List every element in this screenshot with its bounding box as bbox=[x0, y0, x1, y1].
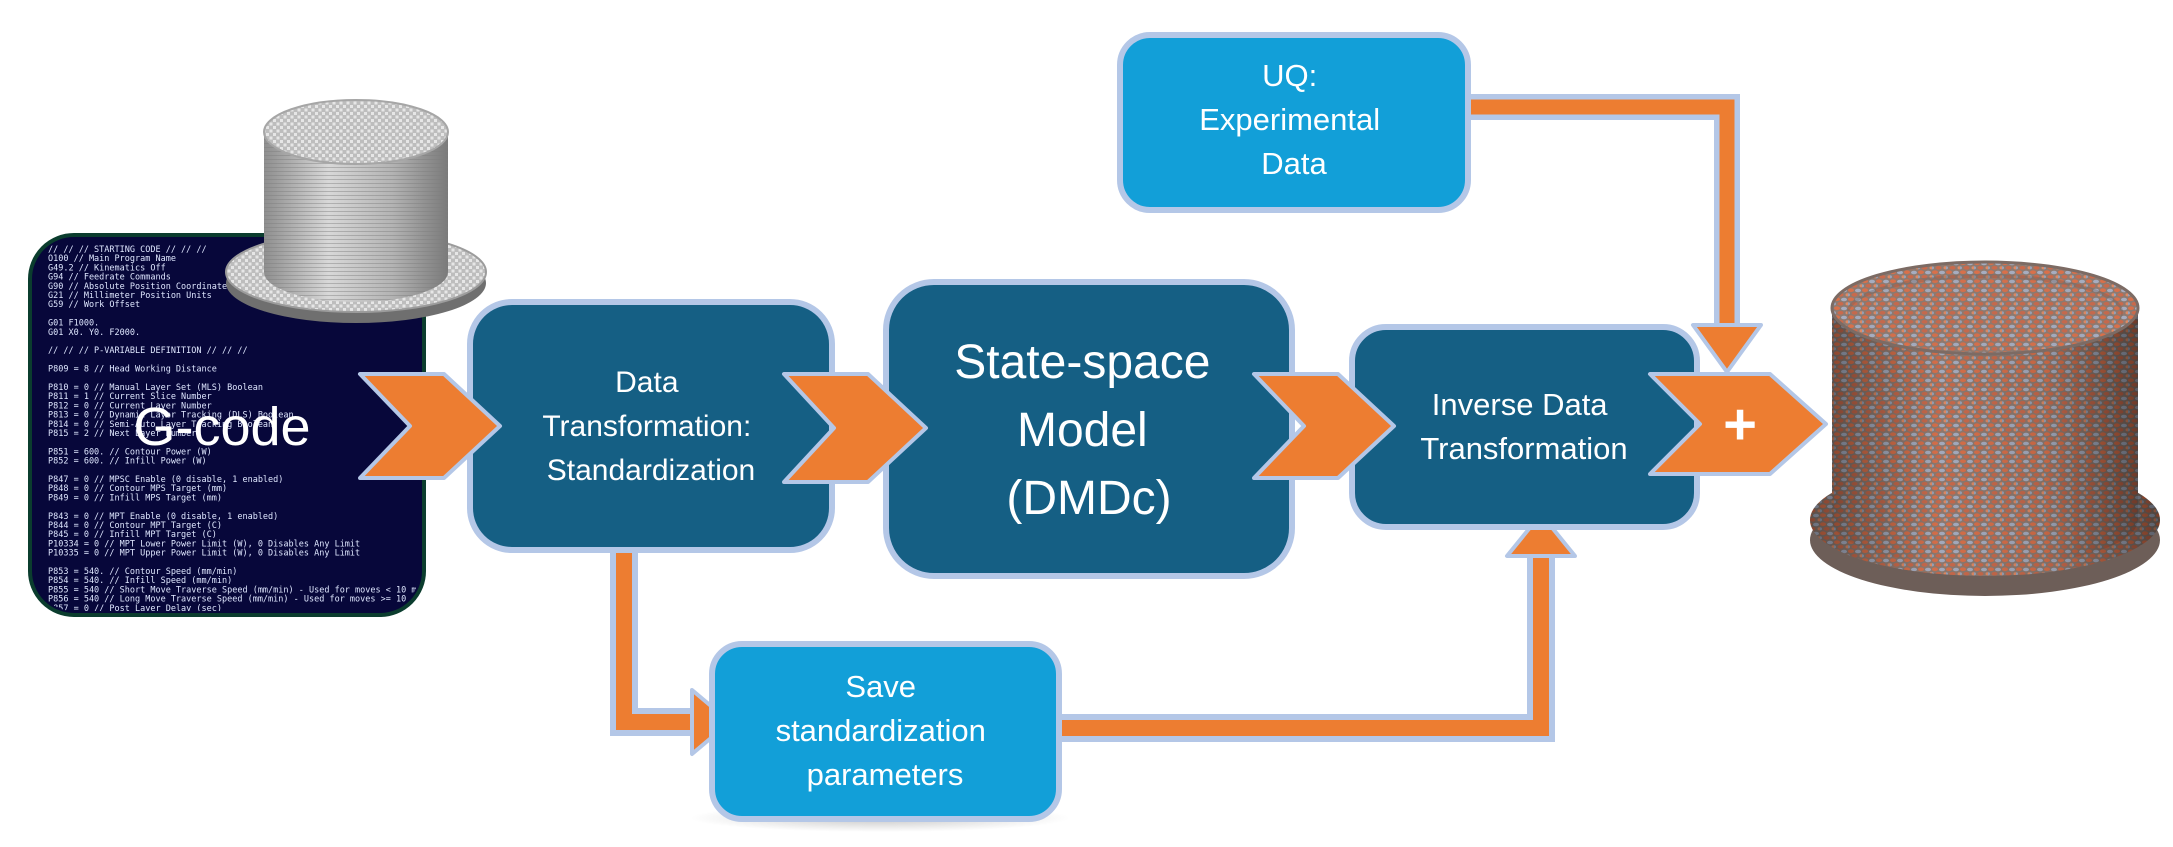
gcode-label: G-code bbox=[133, 397, 310, 457]
gcode-code-line: G01 X0. Y0. F2000. bbox=[48, 328, 140, 338]
model-label-line-2: Model bbox=[1017, 404, 1148, 457]
gcode-code-line: P10335 = 0 // MPT Upper Power Limit (W),… bbox=[48, 549, 360, 559]
gcode-code-line: P811 = 1 // Current Slice Number bbox=[48, 392, 212, 402]
model-label-line-1: State-space bbox=[954, 336, 1210, 389]
transform-label-line-3: Standardization bbox=[547, 454, 755, 487]
gcode-code-line: G49.2 // Kinematics Off bbox=[48, 263, 166, 273]
gcode-code-line: P10334 = 0 // MPT Lower Power Limit (W),… bbox=[48, 539, 360, 549]
gcode-code-line: P857 = 0 // Post Layer Delay (sec) bbox=[48, 604, 222, 614]
gcode-code-line: P844 = 0 // Contour MPT Target (C) bbox=[48, 521, 222, 531]
gcode-code-line: G94 // Feedrate Commands bbox=[48, 273, 171, 283]
transform-label: Data Transformation: Standardization bbox=[542, 366, 759, 487]
gcode-code-line: G59 // Work Offset bbox=[48, 300, 140, 310]
model-label-line-3: (DMDc) bbox=[1006, 472, 1171, 525]
inverse-box bbox=[1349, 324, 1700, 530]
gcode-code-line: P852 = 600. // Infill Power (W) bbox=[48, 457, 207, 467]
gcode-code-line: P854 = 540. // Infill Speed (mm/min) bbox=[48, 576, 232, 586]
transform-node: Data Transformation: Standardization bbox=[467, 299, 835, 553]
chevron-model-to-inverse bbox=[1252, 372, 1396, 480]
transform-label-line-1: Data bbox=[615, 366, 679, 399]
gcode-code-line: G90 // Absolute Position Coordinates bbox=[48, 282, 232, 292]
chevron-inverse-to-output: + bbox=[1648, 372, 1828, 476]
gcode-code-line: P851 = 600. // Contour Power (W) bbox=[48, 447, 212, 457]
transform-label-line-2: Transformation: bbox=[542, 410, 751, 443]
gcode-code-line: P845 = 0 // Infill MPT Target (C) bbox=[48, 530, 217, 540]
gcode-code-line: P815 = 2 // Next Layer Number bbox=[48, 429, 196, 439]
inverse-label: Inverse Data Transformation bbox=[1420, 387, 1627, 466]
gcode-code-line: P856 = 540 // Long Move Traverse Speed (… bbox=[48, 595, 447, 605]
gcode-node: // // // STARTING CODE // // //O100 // M… bbox=[28, 233, 447, 617]
save-label: Save standardization parameters bbox=[776, 669, 995, 792]
model-node: State-space Model (DMDc) bbox=[883, 279, 1295, 579]
gcode-code-line: P855 = 540 // Short Move Traverse Speed … bbox=[48, 585, 447, 595]
gcode-code-line: P814 = 0 // Semi-Auto Layer Tracking Boo… bbox=[48, 420, 273, 430]
grey-printed-part-illustration bbox=[225, 99, 487, 323]
inverse-label-line-2: Transformation bbox=[1420, 431, 1627, 466]
gcode-code-text: // // // STARTING CODE // // //O100 // M… bbox=[48, 245, 447, 614]
chevron-gcode-to-transform bbox=[358, 372, 502, 480]
inverse-label-line-1: Inverse Data bbox=[1432, 387, 1609, 422]
gcode-listing: // // // STARTING CODE // // //O100 // M… bbox=[48, 245, 447, 614]
uq-label: UQ: Experimental Data bbox=[1199, 58, 1389, 181]
gcode-code-line: P848 = 0 // Contour MPS Target (mm) bbox=[48, 484, 227, 494]
gcode-code-line: // // // STARTING CODE // // // bbox=[48, 245, 207, 255]
arrow-save-to-inverse bbox=[1042, 512, 1577, 742]
gcode-code-line: P853 = 540. // Contour Speed (mm/min) bbox=[48, 567, 237, 577]
save-label-line-3: parameters bbox=[807, 757, 964, 792]
gcode-code-line: P847 = 0 // MPSC Enable (0 disable, 1 en… bbox=[48, 475, 283, 485]
uq-box bbox=[1117, 32, 1471, 213]
gcode-code-line: P843 = 0 // MPT Enable (0 disable, 1 ena… bbox=[48, 512, 278, 522]
gcode-code-line: P812 = 0 // Current Layer Number bbox=[48, 401, 212, 411]
gcode-code-line: // // // P-VARIABLE DEFINITION // // // bbox=[48, 346, 248, 356]
gcode-code-line: P813 = 0 // Dynamic Layer Tracking (DLS)… bbox=[48, 411, 294, 421]
model-label: State-space Model (DMDc) bbox=[954, 336, 1224, 525]
save-node: Save standardization parameters bbox=[690, 641, 1070, 832]
uq-label-line-3: Data bbox=[1261, 146, 1327, 181]
gcode-code-line: O100 // Main Program Name bbox=[48, 254, 176, 264]
gcode-code-line: G21 // Millimeter Position Units bbox=[48, 291, 212, 301]
uq-node: UQ: Experimental Data bbox=[1117, 32, 1471, 213]
save-box bbox=[709, 641, 1062, 822]
plus-sign: + bbox=[1723, 392, 1757, 457]
inverse-node: Inverse Data Transformation bbox=[1349, 324, 1700, 530]
arrow-uq-to-plus bbox=[1420, 94, 1763, 374]
uq-label-line-1: UQ: bbox=[1262, 58, 1317, 93]
gcode-code-line: P810 = 0 // Manual Layer Set (MLS) Boole… bbox=[48, 383, 263, 393]
uq-label-line-2: Experimental bbox=[1199, 102, 1380, 137]
gcode-code-line: P849 = 0 // Infill MPS Target (mm) bbox=[48, 493, 222, 503]
output-printed-part-illustration bbox=[1810, 260, 2160, 596]
gcode-code-line: G01 F1000. bbox=[48, 319, 99, 329]
save-label-line-2: standardization bbox=[776, 713, 986, 748]
save-label-line-1: Save bbox=[845, 669, 916, 704]
chevron-transform-to-model bbox=[782, 372, 928, 484]
gcode-code-line: P809 = 8 // Head Working Distance bbox=[48, 365, 217, 375]
